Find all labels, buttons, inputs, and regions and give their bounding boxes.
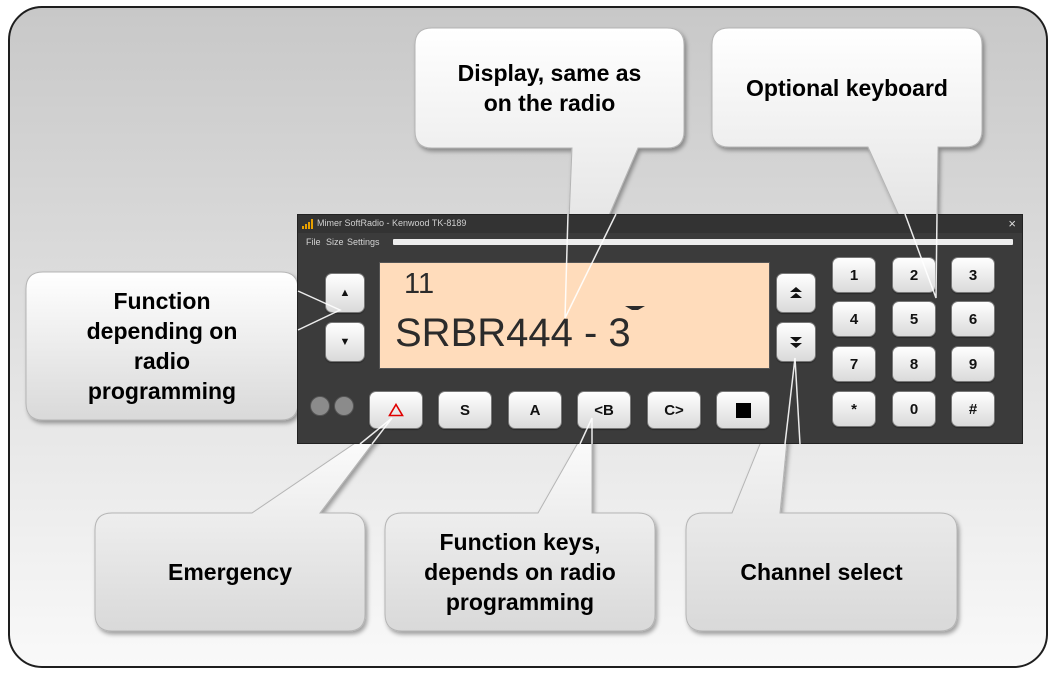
callout-function-keys-text: Function keys, depends on radio programm… <box>424 529 616 615</box>
menu-file[interactable]: File <box>306 237 321 247</box>
callout-channel-text: Channel select <box>740 559 903 585</box>
softradio-window: Mimer SoftRadio - Kenwood TK-8189 × File… <box>297 214 1023 444</box>
keypad-9[interactable]: 9 <box>951 346 995 382</box>
function-key-label: A <box>529 401 541 419</box>
keypad-label: * <box>851 400 857 418</box>
function-key-s[interactable]: S <box>438 391 492 429</box>
function-key-b[interactable]: <B <box>577 391 631 429</box>
function-key-label: <B <box>594 401 614 419</box>
double-chevron-down-icon <box>790 337 802 348</box>
keypad-label: 4 <box>849 310 859 328</box>
keypad-4[interactable]: 4 <box>832 301 876 337</box>
close-icon[interactable]: × <box>1008 216 1016 231</box>
display-line-2: SRBR444 - 3 <box>395 311 631 355</box>
display-line-1: 11 <box>404 268 435 300</box>
keypad-0[interactable]: 0 <box>892 391 936 427</box>
keypad-2[interactable]: 2 <box>892 257 936 293</box>
channel-up-button[interactable] <box>776 273 816 313</box>
channel-down-button[interactable] <box>776 322 816 362</box>
keypad-label: 9 <box>968 355 978 373</box>
menu-status-strip <box>393 239 1013 245</box>
keypad-1[interactable]: 1 <box>832 257 876 293</box>
function-key-label: C> <box>664 401 684 419</box>
arrow-down-icon: ▼ <box>339 336 351 348</box>
function-key-c[interactable]: C> <box>647 391 701 429</box>
stop-button[interactable] <box>716 391 770 429</box>
radio-display: 11 SRBR444 - 3 <box>379 262 770 369</box>
keypad-label: 7 <box>849 355 859 373</box>
function-key-label: S <box>459 401 470 419</box>
menu-bar: File Size Settings <box>298 235 1022 249</box>
window-title: Mimer SoftRadio - Kenwood TK-8189 <box>317 218 467 228</box>
callout-display-text: Display, same as on the radio <box>457 60 642 116</box>
menu-settings[interactable]: Settings <box>347 237 380 247</box>
keypad-label: 2 <box>909 266 919 284</box>
keypad-star[interactable]: * <box>832 391 876 427</box>
keypad-label: 6 <box>968 310 978 328</box>
callout-channel-shape <box>685 357 958 632</box>
callout-emergency-shape <box>94 417 393 632</box>
side-down-button[interactable]: ▼ <box>325 322 365 362</box>
signal-indicator-icon <box>625 306 645 310</box>
keypad-label: 5 <box>909 310 919 328</box>
double-chevron-up-icon <box>790 287 802 298</box>
callout-function-left-text: Function depending on radio programming <box>86 288 238 404</box>
keypad-5[interactable]: 5 <box>892 301 936 337</box>
keypad-label: 8 <box>909 355 919 373</box>
title-bar: Mimer SoftRadio - Kenwood TK-8189 × <box>298 215 1022 233</box>
keypad-8[interactable]: 8 <box>892 346 936 382</box>
keypad-label: 3 <box>968 266 978 284</box>
keypad-hash[interactable]: # <box>951 391 995 427</box>
emergency-button[interactable] <box>369 391 423 429</box>
callout-function-keys-shape <box>384 416 656 632</box>
keypad-6[interactable]: 6 <box>951 301 995 337</box>
side-up-button[interactable]: ▲ <box>325 273 365 313</box>
keypad-label: # <box>968 400 978 418</box>
callout-function-left-shape <box>25 271 342 421</box>
menu-size[interactable]: Size <box>326 237 344 247</box>
keypad-label: 1 <box>849 266 859 284</box>
function-key-a[interactable]: A <box>508 391 562 429</box>
keypad-7[interactable]: 7 <box>832 346 876 382</box>
status-led-2 <box>334 396 354 416</box>
status-led-1 <box>310 396 330 416</box>
stop-square-icon <box>735 402 751 418</box>
callout-keyboard-text: Optional keyboard <box>746 74 948 101</box>
keypad-3[interactable]: 3 <box>951 257 995 293</box>
keypad-label: 0 <box>909 400 919 418</box>
warning-triangle-icon <box>388 403 404 417</box>
arrow-up-icon: ▲ <box>339 287 351 299</box>
signal-bars-icon <box>302 219 314 229</box>
callout-emergency-text: Emergency <box>167 559 292 585</box>
